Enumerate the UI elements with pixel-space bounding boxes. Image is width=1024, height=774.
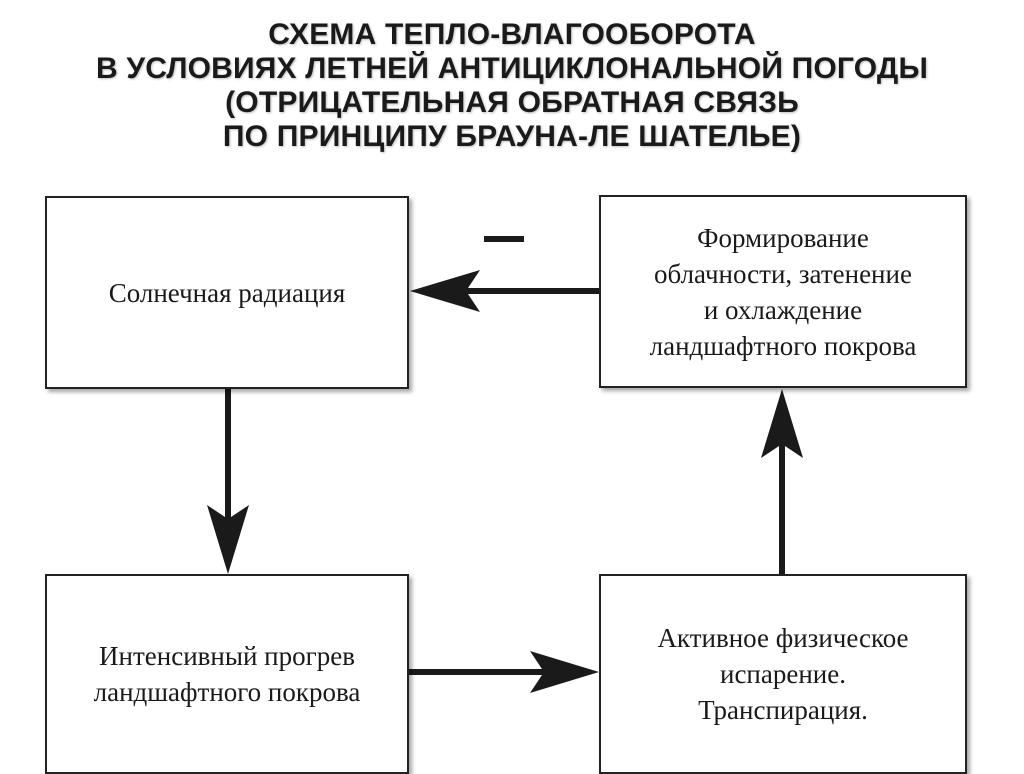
node-solar-radiation: Солнечная радиация [45,196,409,389]
node-cloud-formation: Формирование облачности, затенение и охл… [599,195,967,388]
title-line-2: В УСЛОВИЯХ ЛЕТНЕЙ АНТИЦИКЛОНАЛЬНОЙ ПОГОД… [95,52,929,85]
node-evap-line-3: Транспирация. [698,695,868,725]
title-line-3: (ОТРИЦАТЕЛЬНАЯ ОБРАТНАЯ СВЯЗЬ [225,86,799,119]
title-line-1: СХЕМА ТЕПЛО-ВЛАГООБОРОТА [268,18,756,51]
diagram-title: СХЕМА ТЕПЛО-ВЛАГООБОРОТА В УСЛОВИЯХ ЛЕТН… [0,18,1024,154]
node-heat-line-2: ландшафтного покрова [93,677,361,707]
arrow-solar-to-heat [207,389,249,574]
arrow-cloud-to-solar [410,270,599,312]
node-heat-line-1: Интенсивный прогрев [99,641,355,671]
arrow-heat-to-evap [409,651,599,693]
arrow-evap-to-cloud [761,389,803,574]
node-landscape-heating: Интенсивный прогрев ландшафтного покрова [45,574,409,774]
node-cloud-line-2: облачности, затенение [654,258,912,289]
node-evap-line-1: Активное физическое [657,623,909,653]
title-line-4: ПО ПРИНЦИПУ БРАУНА-ЛЕ ШАТЕЛЬЕ) [222,120,802,153]
node-cloud-line-1: Формирование [697,222,869,253]
node-cloud-line-4: ландшафтного покрова [649,330,917,361]
node-solar-line-1: Солнечная радиация [108,277,346,308]
node-evap-line-2: испарение. [720,659,846,689]
node-cloud-line-3: и охлаждение [703,294,863,325]
node-evaporation: Активное физическое испарение. Транспира… [599,574,967,774]
negative-feedback-sign [484,236,524,242]
